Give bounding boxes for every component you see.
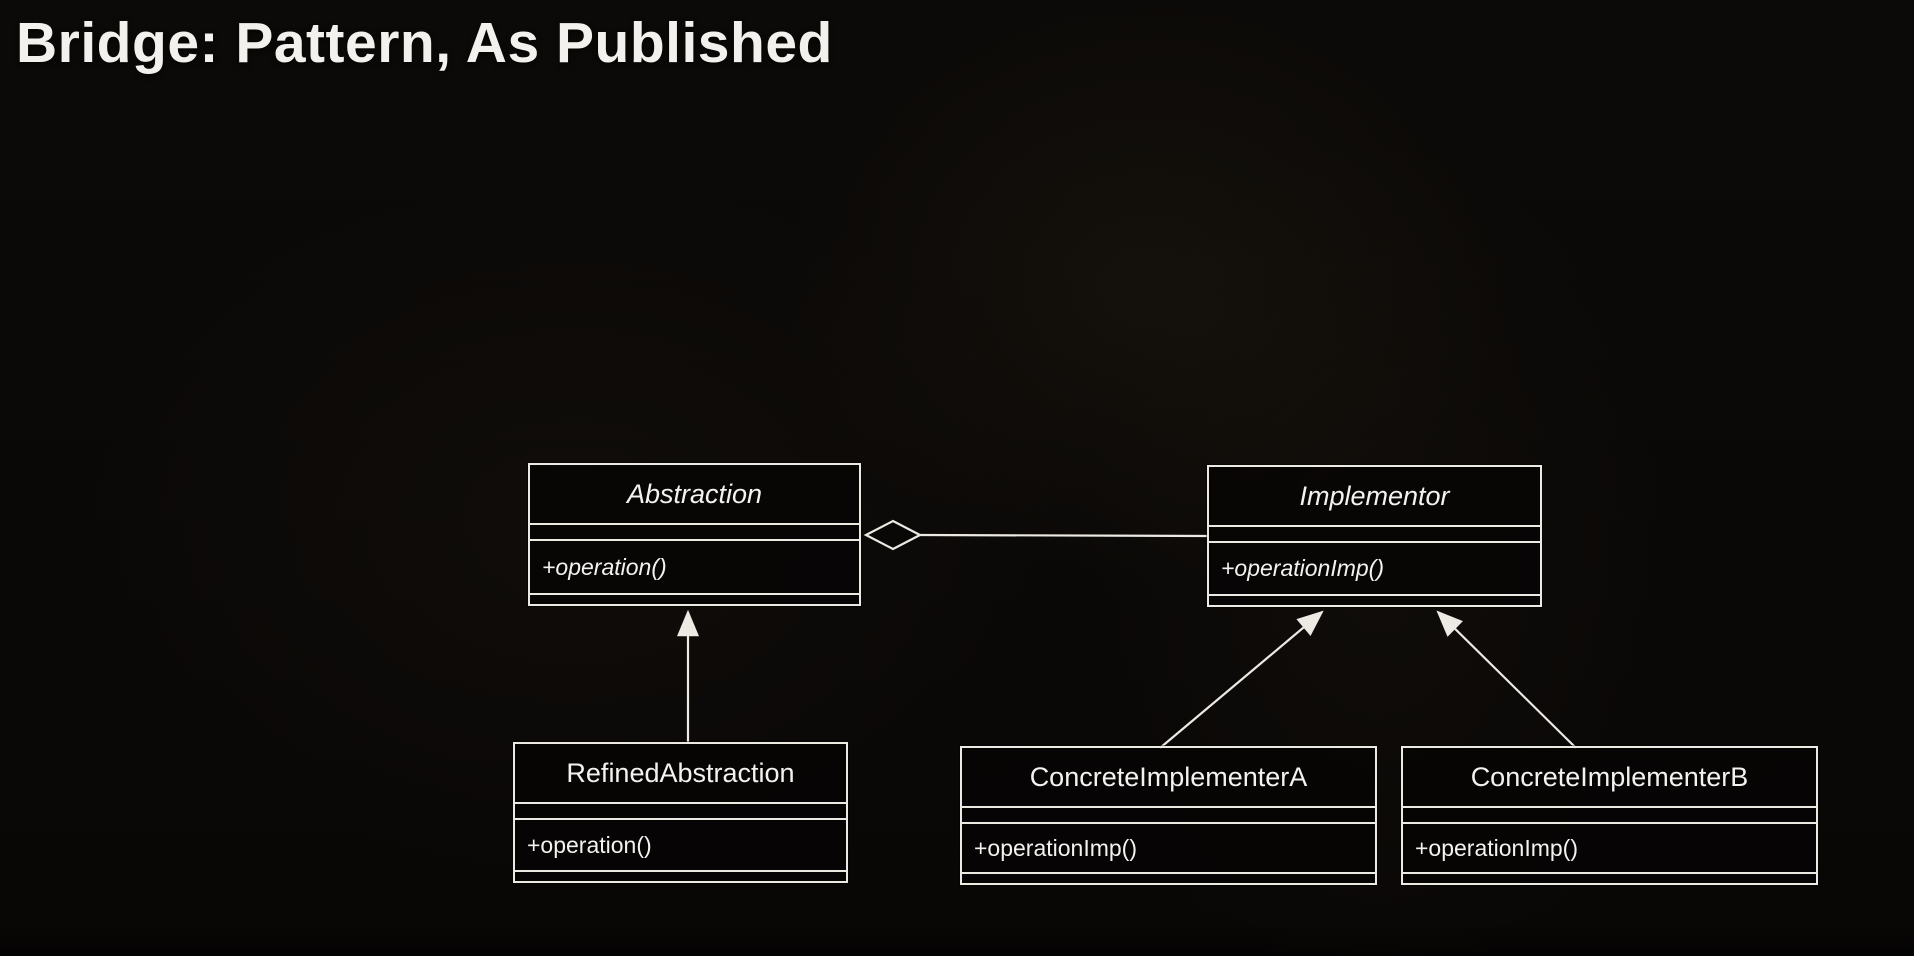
attributes-compartment xyxy=(1209,527,1540,543)
footer-compartment xyxy=(962,872,1375,883)
attributes-compartment xyxy=(515,804,846,820)
methods-compartment: +operationImp() xyxy=(1403,824,1816,872)
methods-compartment: +operationImp() xyxy=(1209,543,1540,594)
method-label: +operationImp() xyxy=(974,834,1137,861)
method-label: +operation() xyxy=(527,831,652,858)
slide-title: Bridge: Pattern, As Published xyxy=(16,11,833,75)
class-refinedabstraction: RefinedAbstraction +operation() xyxy=(513,742,848,883)
method-label: +operation() xyxy=(542,553,667,580)
class-name: Abstraction xyxy=(530,465,859,525)
attributes-compartment xyxy=(962,808,1375,824)
method-label: +operationImp() xyxy=(1221,555,1384,581)
inheritance-arrow-concreteimplementera xyxy=(1159,610,1324,749)
class-name: ConcreteImplementerA xyxy=(962,748,1375,808)
class-name: ConcreteImplementerB xyxy=(1403,748,1816,808)
aggregation-diamond-icon xyxy=(863,519,923,551)
method-label: +operationImp() xyxy=(1415,834,1578,861)
inheritance-arrow-concreteimplementerb xyxy=(1436,610,1577,749)
class-name: Implementor xyxy=(1209,467,1540,527)
attributes-compartment xyxy=(530,525,859,541)
class-implementor: Implementor +operationImp() xyxy=(1207,465,1542,607)
aggregation-connector xyxy=(919,533,1208,538)
footer-compartment xyxy=(1403,872,1816,883)
attributes-compartment xyxy=(1403,808,1816,824)
methods-compartment: +operation() xyxy=(515,820,846,870)
class-abstraction: Abstraction +operation() xyxy=(528,463,861,606)
class-name: RefinedAbstraction xyxy=(515,744,846,804)
class-concreteimplementera: ConcreteImplementerA +operationImp() xyxy=(960,746,1377,885)
methods-compartment: +operation() xyxy=(530,541,859,593)
footer-compartment xyxy=(515,870,846,881)
footer-compartment xyxy=(1209,594,1540,605)
class-concreteimplementerb: ConcreteImplementerB +operationImp() xyxy=(1401,746,1818,885)
footer-compartment xyxy=(530,593,859,604)
methods-compartment: +operationImp() xyxy=(962,824,1375,872)
